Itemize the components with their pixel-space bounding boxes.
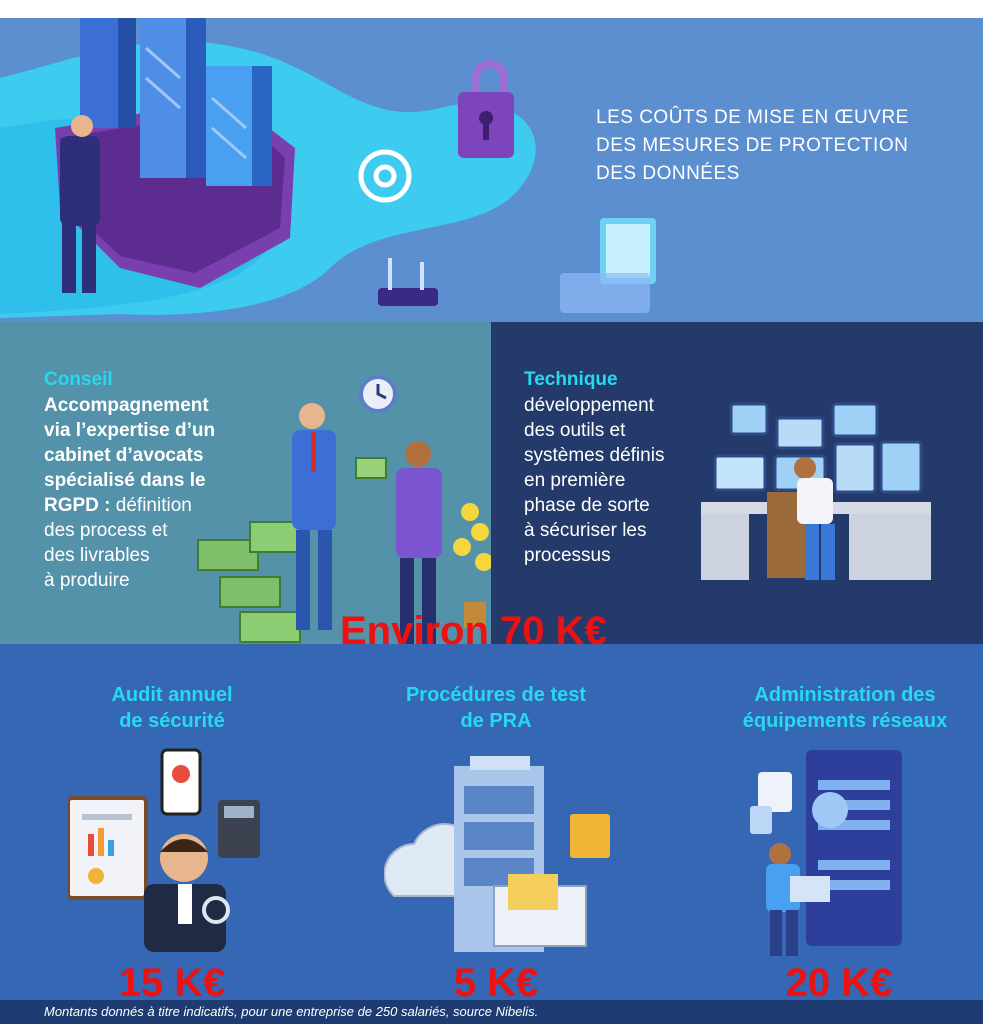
control-room-illustration (701, 402, 931, 580)
page-title-line: DES DONNÉES (596, 163, 740, 184)
footnote: Montants donnés à titre indicatifs, pour… (44, 1004, 539, 1019)
conseil-bold-line: via l’expertise d’un (44, 420, 216, 441)
technique-text-line: en première (524, 470, 626, 491)
technique-text-line: développement (524, 395, 654, 416)
network-admin-illustration (750, 750, 902, 956)
column-title-line: de sécurité (119, 710, 225, 732)
conseil-text-line: des livrables (44, 545, 150, 566)
pra-test-illustration (384, 756, 610, 952)
hero-banner: LES COÛTS DE MISE EN ŒUVRE DES MESURES D… (0, 18, 983, 322)
conseil-description: Accompagnement via l’expertise d’un cabi… (44, 393, 264, 593)
column-title-line: Administration des (754, 684, 936, 706)
total-estimate: Environ 70 K€ (340, 609, 607, 653)
security-audit-illustration (68, 748, 260, 952)
conseil-bold-line: RGPD : (44, 495, 111, 516)
technique-section (491, 322, 983, 644)
conseil-text-line: à produire (44, 570, 130, 591)
advisors-handshake-illustration (197, 375, 491, 644)
conseil-bold-line: cabinet d’avocats (44, 445, 204, 466)
technique-text-line: processus (524, 545, 611, 566)
network-column-title: Administration des équipements réseaux (695, 682, 983, 734)
recurring-costs-section: Audit annuel de sécurité Procédures de t… (0, 644, 983, 1004)
page-title: LES COÛTS DE MISE EN ŒUVRE DES MESURES D… (596, 104, 966, 188)
column-title-line: de PRA (460, 710, 532, 732)
technique-text-line: systèmes définis (524, 445, 665, 466)
page-title-line: LES COÛTS DE MISE EN ŒUVRE (596, 107, 909, 128)
conseil-bold-line: spécialisé dans le (44, 470, 206, 491)
network-price: 20 K€ (785, 961, 893, 1004)
technique-heading: Technique (524, 369, 618, 390)
page-title-line: DES MESURES DE PROTECTION (596, 135, 909, 156)
footer-bar (0, 1000, 983, 1024)
technique-text-line: des outils et (524, 420, 626, 441)
column-title-line: Audit annuel (111, 684, 233, 706)
column-title-line: équipements réseaux (742, 710, 948, 732)
technique-description: développement des outils et systèmes déf… (524, 393, 704, 568)
pra-column-title: Procédures de test de PRA (346, 682, 646, 734)
conseil-section (0, 322, 491, 644)
conseil-text-line: des process et (44, 520, 168, 541)
audit-column-title: Audit annuel de sécurité (22, 682, 322, 734)
conseil-bold-line: Accompagnement (44, 395, 209, 416)
technique-text-line: à sécuriser les (524, 520, 647, 541)
technique-text-line: phase de sorte (524, 495, 650, 516)
conseil-text-line: définition (110, 495, 192, 516)
data-protection-illustration (0, 18, 656, 318)
audit-price: 15 K€ (118, 961, 226, 1004)
conseil-heading: Conseil (44, 369, 113, 390)
pra-price: 5 K€ (453, 961, 539, 1004)
column-title-line: Procédures de test (405, 684, 587, 706)
